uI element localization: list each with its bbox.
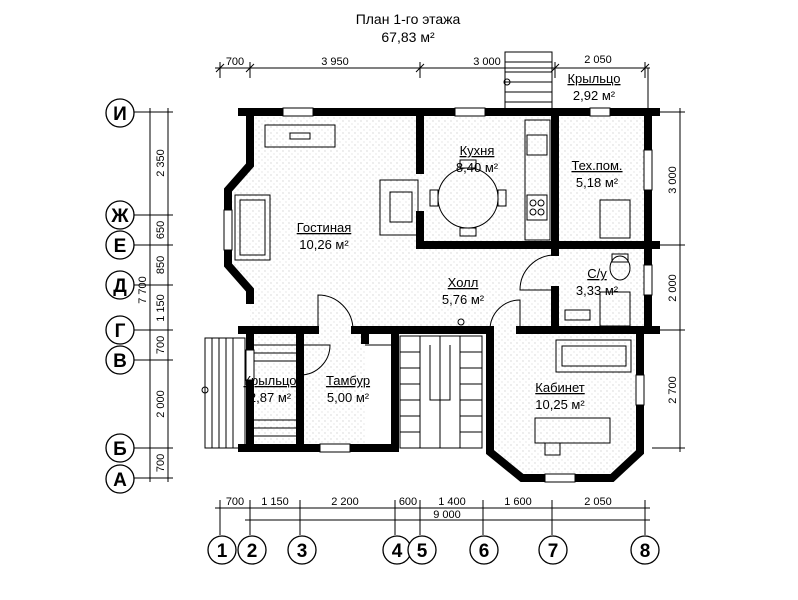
axis-col-6: 6	[479, 541, 490, 562]
axis-row-5: Г	[115, 321, 126, 342]
left-dimensions: 2 350 650 850 1 150 700 2 000 700 7 700	[132, 108, 173, 482]
bottom-dimensions: 700 1 150 2 200 600 1 400 1 600 2 050 9 …	[215, 496, 650, 535]
floor-fill	[228, 112, 648, 478]
axis-row-6: В	[113, 351, 127, 372]
room-porch-left-name: Крыльцо	[243, 373, 296, 388]
left-dim-total: 7 700	[137, 276, 149, 304]
axis-row-3: Е	[114, 236, 127, 257]
axis-row-8: А	[113, 470, 127, 491]
axis-row-7: Б	[113, 439, 127, 460]
room-wc-area: 3,33 м²	[576, 283, 619, 298]
bottom-dim-1: 700	[226, 496, 244, 508]
col-axis-labels: 1 2 3 4 5 6 7 8	[217, 541, 651, 562]
left-dim-3: 850	[155, 256, 167, 274]
bottom-dim-2: 1 150	[261, 496, 289, 508]
stairs	[399, 335, 483, 449]
room-porch-top-name: Крыльцо	[567, 71, 620, 86]
axis-row-2: Ж	[110, 206, 129, 227]
windows	[223, 107, 653, 483]
room-tech-area: 5,18 м²	[576, 175, 619, 190]
room-tech-name: Тех.пом.	[571, 158, 622, 173]
room-office-area: 10,25 м²	[535, 397, 585, 412]
room-living-name: Гостиная	[297, 220, 352, 235]
room-porch-top-area: 2,92 м²	[573, 88, 616, 103]
left-dim-4: 1 150	[155, 294, 167, 322]
axis-col-8: 8	[640, 541, 651, 562]
porch-left-steps	[201, 337, 298, 449]
bottom-dim-7: 2 050	[584, 496, 612, 508]
col-axes	[207, 535, 660, 565]
room-living-area: 10,26 м²	[299, 237, 349, 252]
top-dim-3: 3 000	[473, 56, 501, 68]
bottom-dim-total: 9 000	[433, 509, 461, 521]
axis-col-7: 7	[548, 541, 559, 562]
right-dim-3: 2 700	[667, 376, 679, 404]
room-hall-name: Холл	[448, 275, 479, 290]
left-dim-1: 2 350	[155, 149, 167, 177]
left-dim-6: 2 000	[155, 390, 167, 418]
left-dim-2: 650	[155, 221, 167, 239]
room-kitchen-name: Кухня	[460, 143, 495, 158]
left-dim-5: 700	[155, 336, 167, 354]
axis-row-4: Д	[113, 276, 127, 297]
top-dim-2: 3 950	[321, 56, 349, 68]
right-dim-2: 2 000	[667, 274, 679, 302]
right-dim-1: 3 000	[667, 166, 679, 194]
axis-col-2: 2	[247, 541, 258, 562]
furniture	[234, 119, 632, 456]
doors	[299, 245, 556, 376]
right-dimensions: 3 000 2 000 2 700	[652, 108, 685, 452]
left-dim-7: 700	[155, 454, 167, 472]
bottom-dim-6: 1 600	[504, 496, 532, 508]
top-dim-4: 2 050	[584, 54, 612, 66]
axis-col-1: 1	[217, 541, 228, 562]
room-kitchen-area: 8,40 м²	[456, 160, 499, 175]
room-office-name: Кабинет	[535, 380, 584, 395]
plan-total-area: 67,83 м²	[381, 29, 435, 45]
bottom-dim-3: 2 200	[331, 496, 359, 508]
bottom-dim-5: 1 400	[438, 496, 466, 508]
room-wc-name: С/у	[587, 266, 607, 281]
room-labels: Кухня 8,40 м² Тех.пом. 5,18 м² Крыльцо 2…	[243, 71, 622, 412]
bottom-dim-4: 600	[399, 496, 417, 508]
plan-title: План 1-го этажа	[356, 11, 461, 27]
axis-col-5: 5	[417, 541, 428, 562]
room-hall-area: 5,76 м²	[442, 292, 485, 307]
top-dimensions: 700 3 950 3 000 2 050	[215, 54, 650, 78]
axis-row-1: И	[113, 104, 127, 125]
room-porch-left-area: 2,87 м²	[249, 390, 292, 405]
axis-col-3: 3	[297, 541, 308, 562]
row-axes	[105, 98, 135, 494]
axis-col-4: 4	[392, 541, 403, 562]
room-vestibule-area: 5,00 м²	[327, 390, 370, 405]
row-axis-labels: И Ж Е Д Г В Б А	[110, 104, 129, 491]
top-dim-1: 700	[226, 56, 244, 68]
room-vestibule-name: Тамбур	[326, 373, 370, 388]
